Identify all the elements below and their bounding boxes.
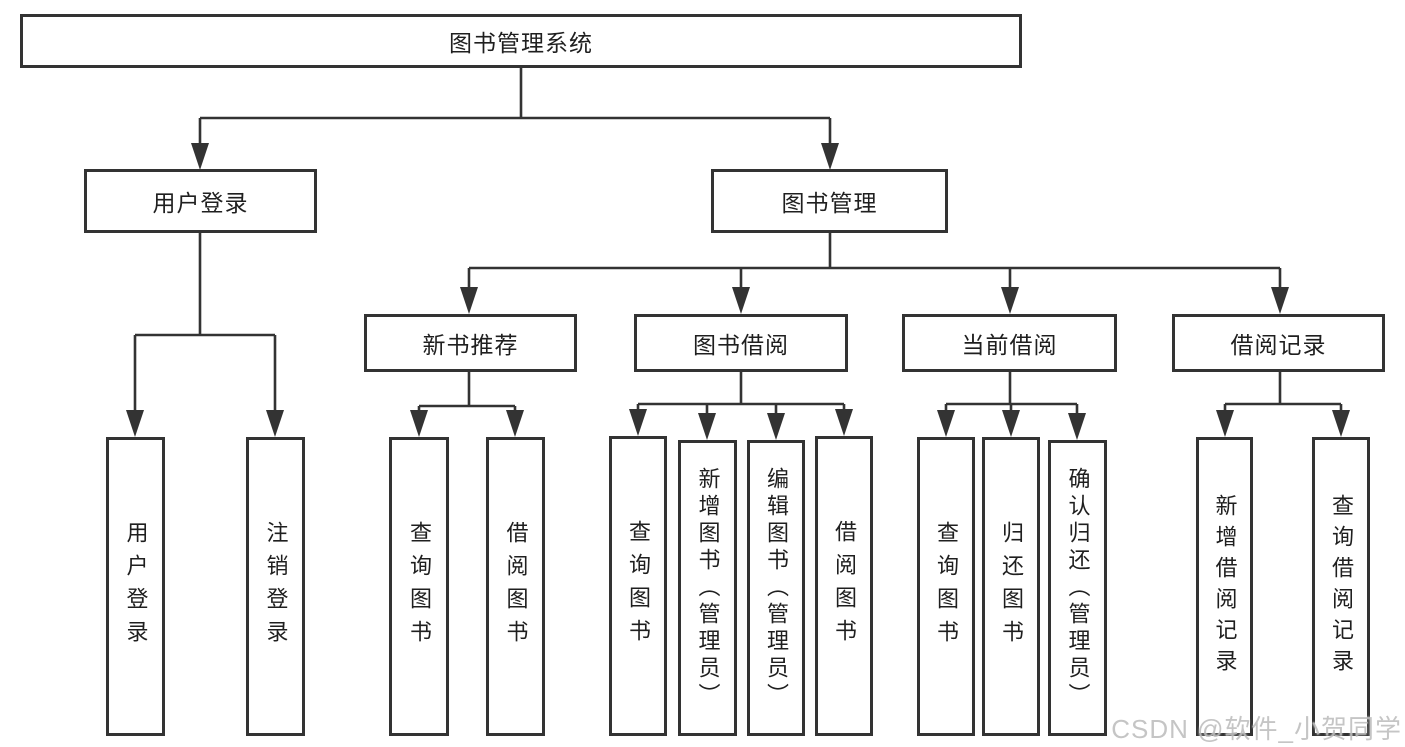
leaf-borrow-add-books-admin: 新增图书（管理员） <box>678 440 737 736</box>
leaf-records-query-record: 查询借阅记录 <box>1312 437 1370 736</box>
node-book-borrow: 图书借阅 <box>634 314 848 372</box>
leaf-recommend-borrow-books: 借阅图书 <box>486 437 545 736</box>
leaf-borrow-query-books: 查询图书 <box>609 436 667 736</box>
arrowheads <box>126 143 1350 440</box>
node-borrow-records: 借阅记录 <box>1172 314 1385 372</box>
node-new-book-recommend: 新书推荐 <box>364 314 577 372</box>
node-user-login: 用户登录 <box>84 169 317 233</box>
leaf-current-return-books: 归还图书 <box>982 437 1040 736</box>
leaf-logout: 注销登录 <box>246 437 305 736</box>
leaf-recommend-query-books: 查询图书 <box>389 437 449 736</box>
leaf-borrow-borrow-books: 借阅图书 <box>815 436 873 736</box>
leaf-user-login: 用户登录 <box>106 437 165 736</box>
watermark: CSDN @软件_小贺同学 <box>1111 714 1402 744</box>
node-current-borrow: 当前借阅 <box>902 314 1117 372</box>
leaf-borrow-edit-books-admin: 编辑图书（管理员） <box>747 440 805 736</box>
node-book-management: 图书管理 <box>711 169 948 233</box>
leaf-current-confirm-return-admin: 确认归还（管理员） <box>1048 440 1107 736</box>
node-library-management-system: 图书管理系统 <box>20 14 1022 68</box>
connector-path <box>133 68 1343 416</box>
leaf-current-query-books: 查询图书 <box>917 437 975 736</box>
leaf-records-add-record: 新增借阅记录 <box>1196 437 1253 736</box>
